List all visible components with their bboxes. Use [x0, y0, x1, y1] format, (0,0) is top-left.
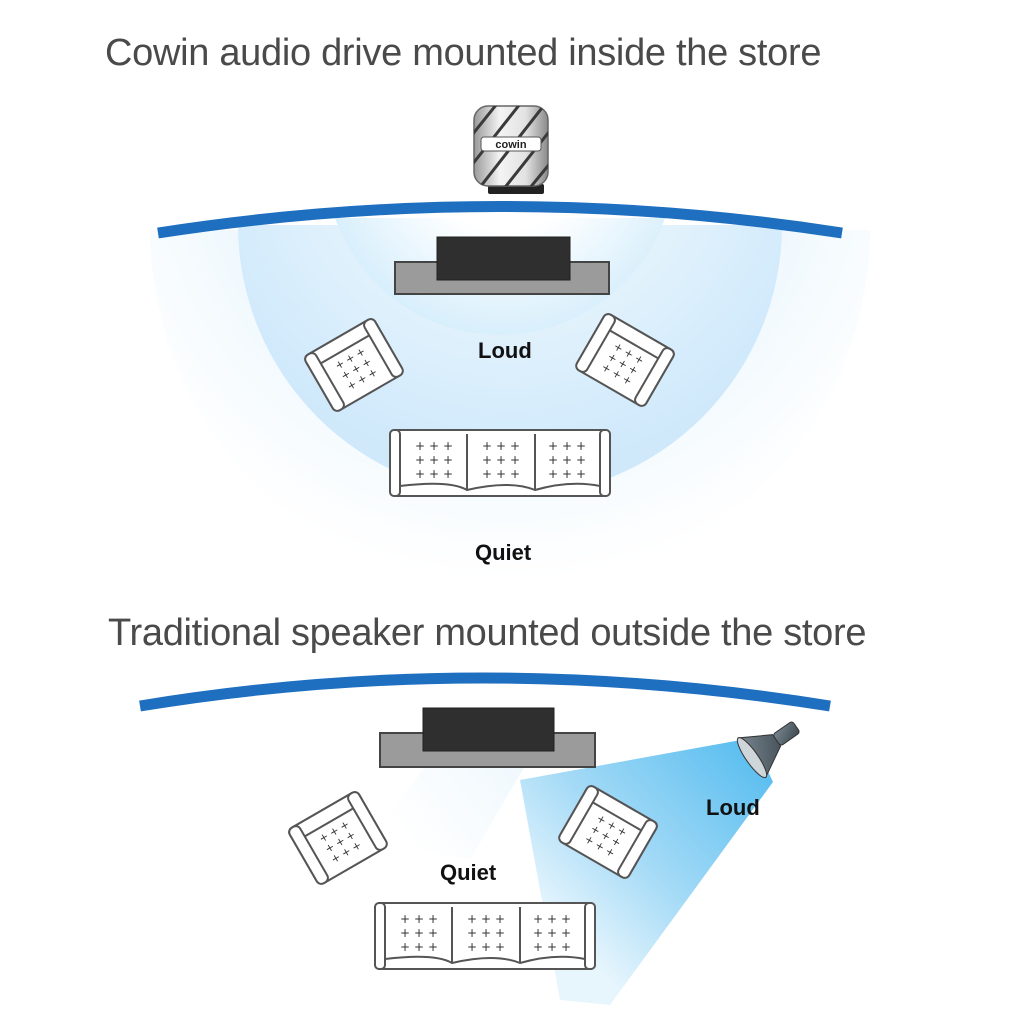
panel-1-loud-label: Loud: [478, 338, 532, 363]
panel-2-loud-label: Loud: [706, 795, 760, 820]
panel-1-heading: Cowin audio drive mounted inside the sto…: [105, 32, 822, 74]
panel-1-sofa-icon: [389, 429, 611, 497]
panel-2-heading: Traditional speaker mounted outside the …: [108, 612, 867, 654]
cowin-brand-mark: cowin: [495, 139, 526, 151]
panel-1-quiet-label: Quiet: [475, 540, 532, 565]
panel-1-wall: [157, 201, 843, 239]
panel-1-sound-zones: [150, 218, 870, 590]
panel-2-wall: [139, 672, 831, 712]
panel-2-sofa-icon: [374, 902, 596, 970]
panel-1-tv-icon: [394, 236, 610, 295]
panel-2-tv-icon: [379, 707, 596, 768]
panel-2-armchair-left-icon: [286, 789, 390, 887]
horn-speaker-icon: [736, 721, 800, 779]
panel-2-quiet-label: Quiet: [440, 860, 497, 885]
cowin-audio-drive-icon: cowin: [473, 105, 549, 194]
